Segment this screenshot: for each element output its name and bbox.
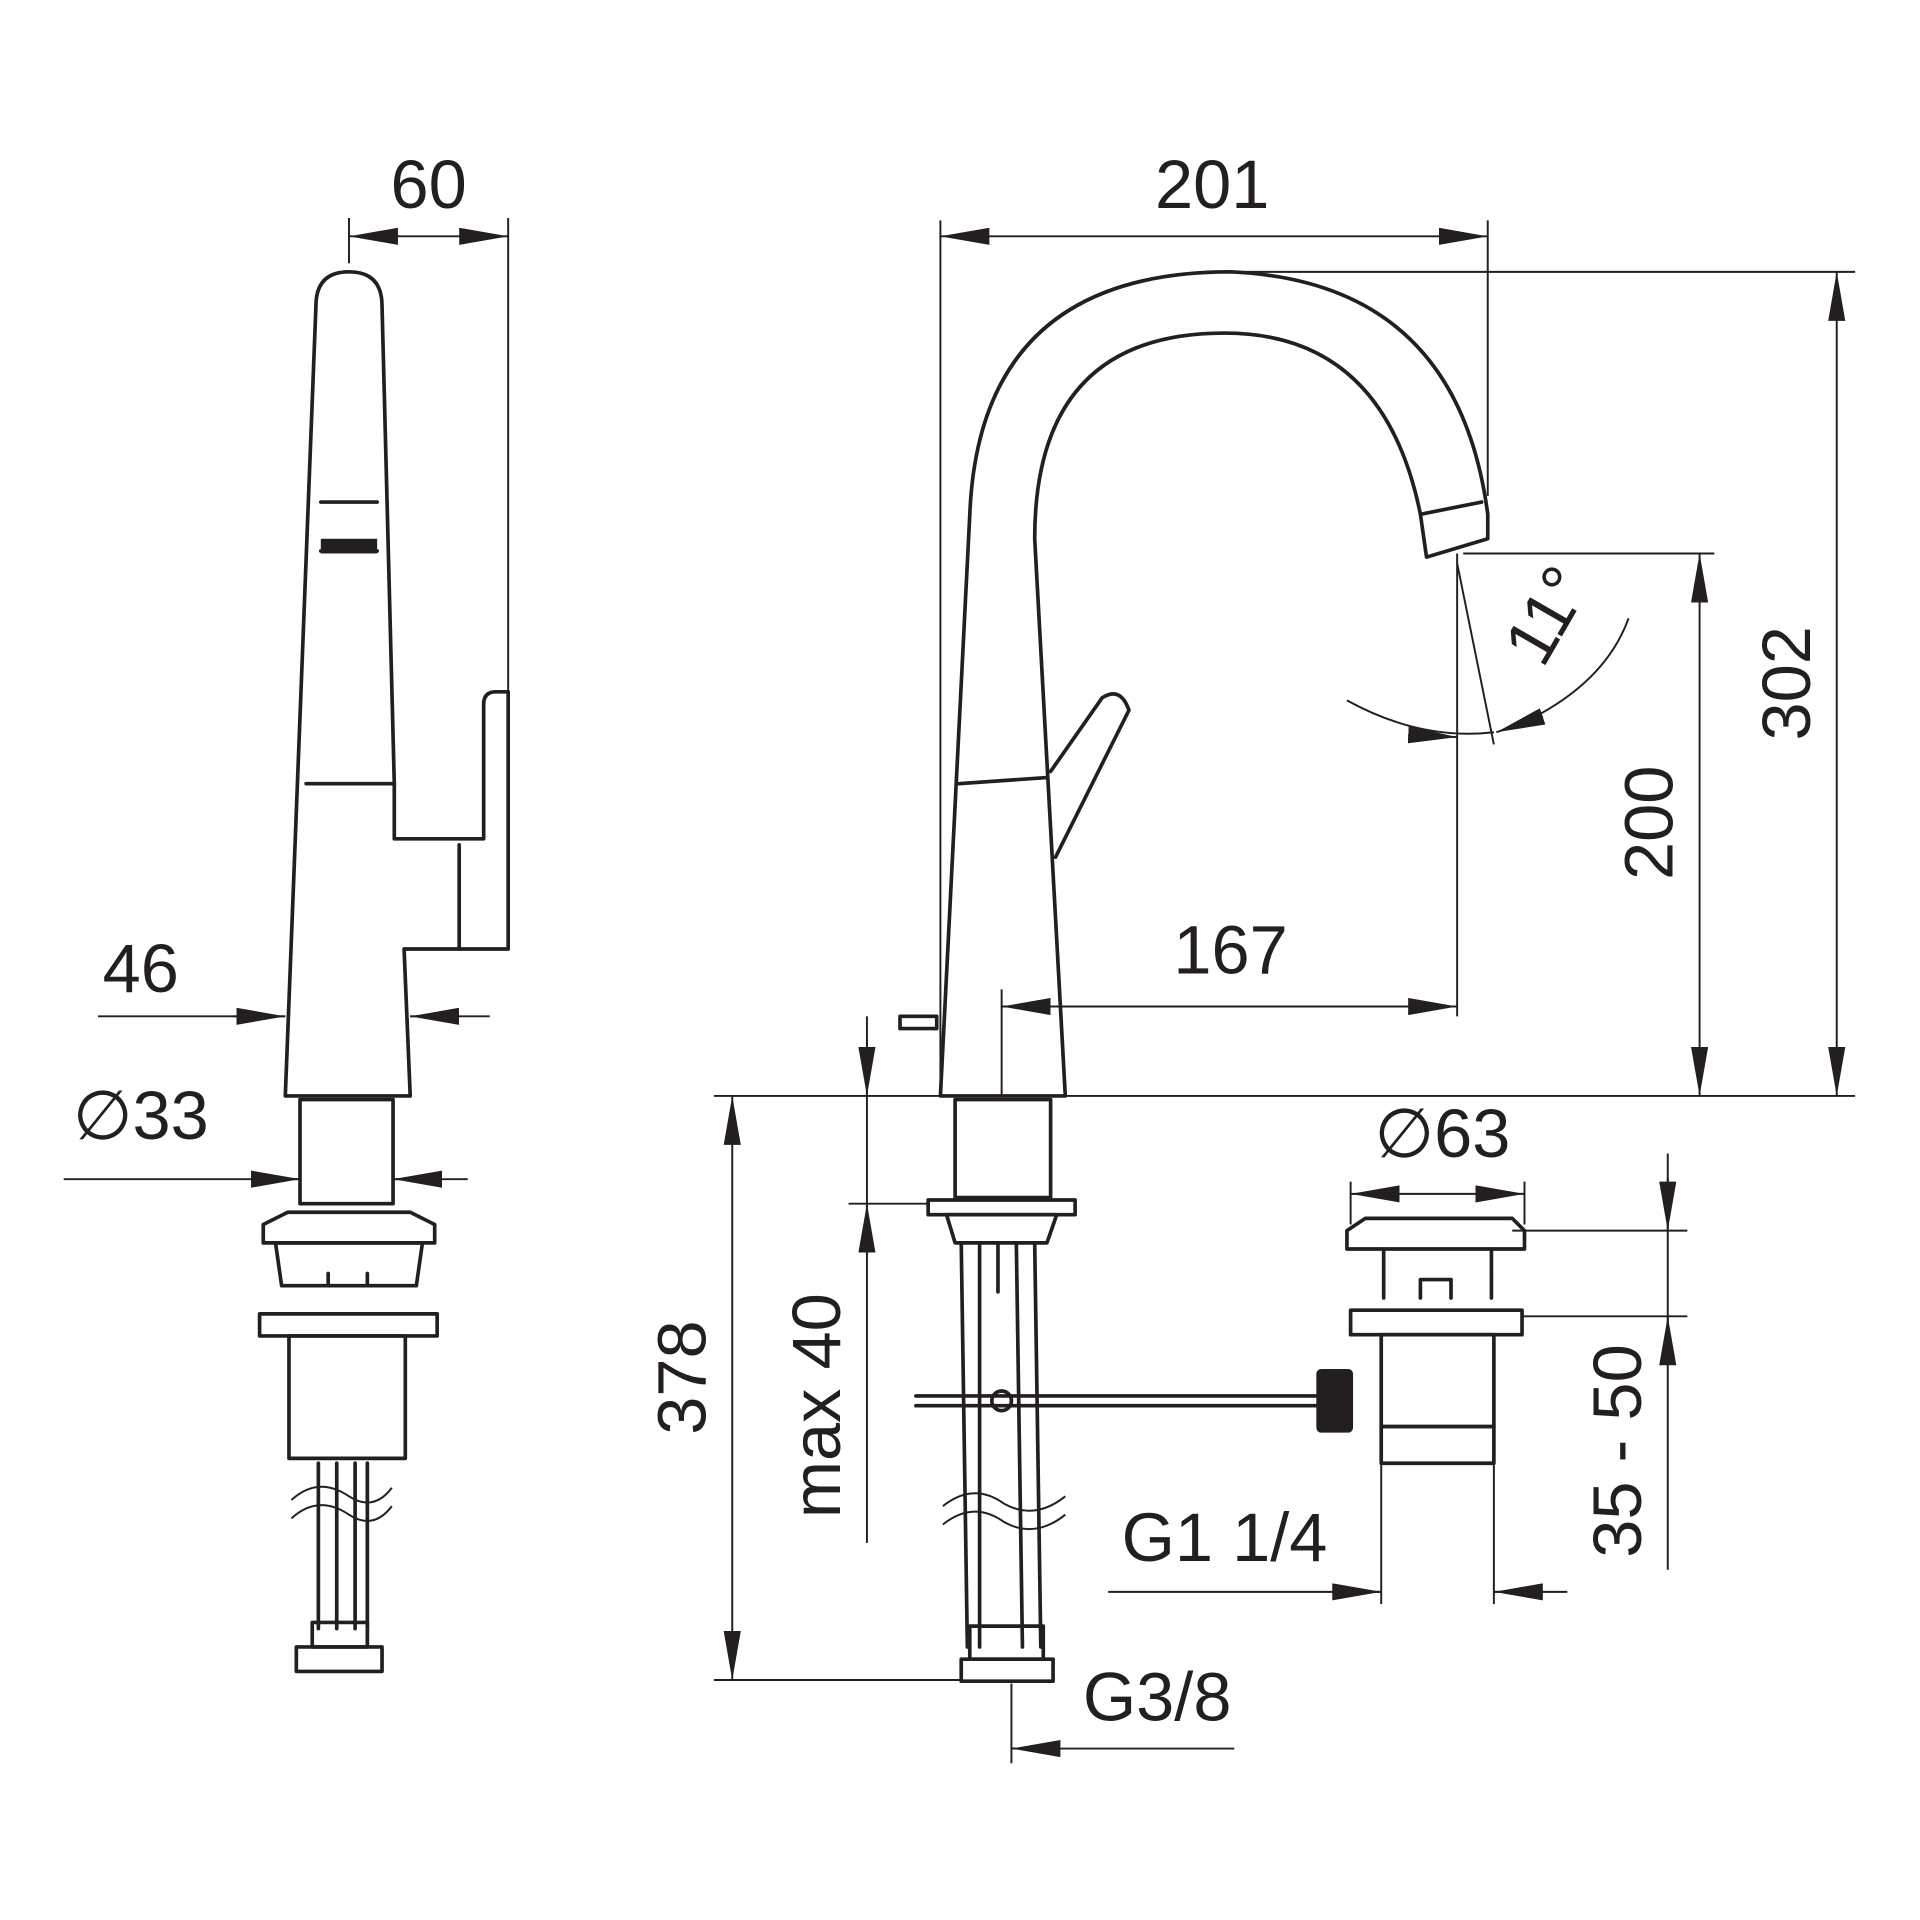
dim-spout-angle: 11° xyxy=(1489,553,1605,677)
dim-total-height: 302 xyxy=(1748,626,1825,740)
dim-max-deck-thickness: max 40 xyxy=(778,1293,855,1518)
dim-waste-range: 35 - 50 xyxy=(1579,1344,1656,1557)
dim-shank-diameter: ∅33 xyxy=(73,1077,209,1154)
dim-waste-thread: G1 1/4 xyxy=(1122,1499,1328,1576)
dim-side-depth: 60 xyxy=(390,146,466,223)
front-view: 201 302 200 167 11° 378 max 40 ∅63 35 - … xyxy=(643,146,1856,1764)
dim-spout-reach-total: 201 xyxy=(1155,146,1269,223)
side-view: 60 46 ∅33 xyxy=(63,146,510,1674)
dim-body-width: 46 xyxy=(103,930,179,1007)
dim-spout-reach: 167 xyxy=(1173,911,1287,988)
dim-spout-height: 200 xyxy=(1611,766,1688,880)
dim-waste-diameter: ∅63 xyxy=(1374,1095,1510,1172)
dim-supply-thread: G3/8 xyxy=(1083,1658,1232,1735)
dim-below-deck-length: 378 xyxy=(643,1320,720,1434)
